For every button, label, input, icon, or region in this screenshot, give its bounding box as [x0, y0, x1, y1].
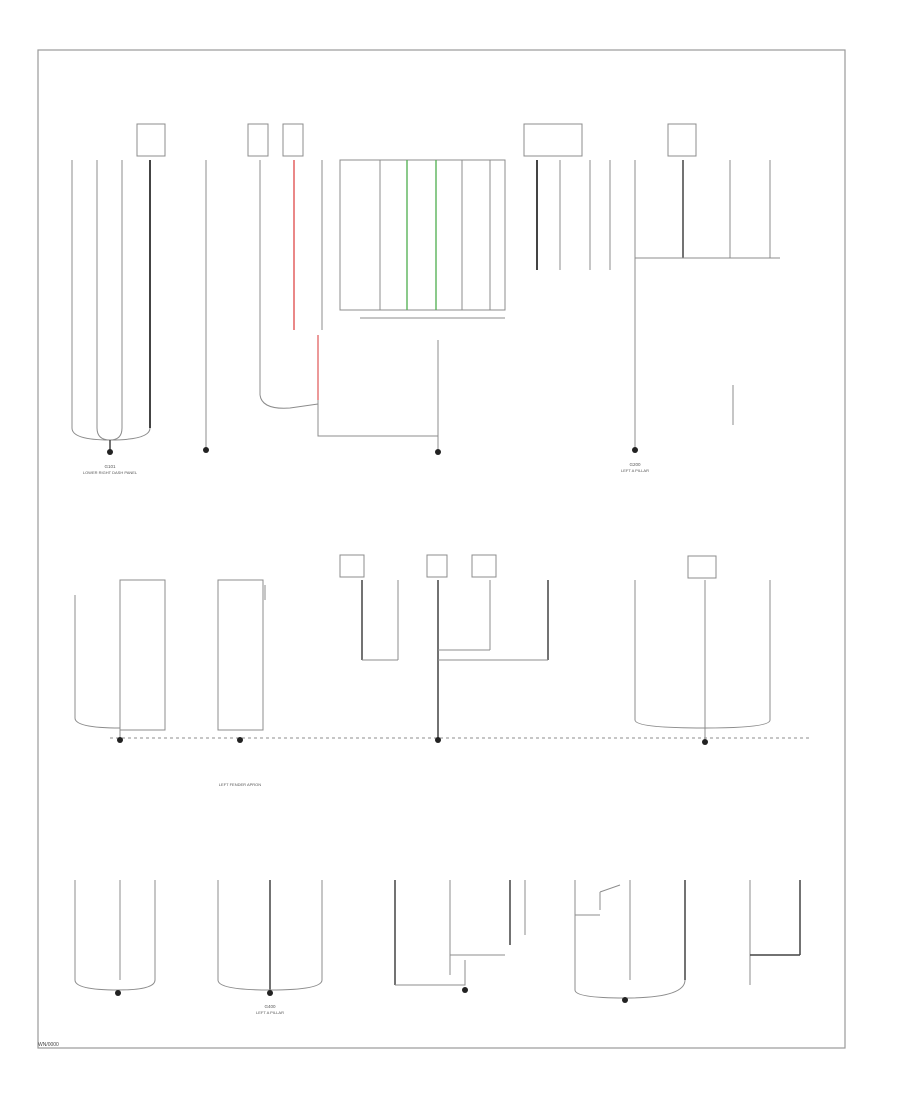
- connector-box: [523, 123, 583, 157]
- diagram-frame: [37, 49, 846, 1049]
- ground-symbols-bottom: [115, 987, 628, 1003]
- connector-box: [217, 579, 264, 731]
- ground-symbols-middle: [117, 737, 708, 745]
- g200-label: G200: [629, 462, 641, 467]
- connector-box: [426, 554, 448, 578]
- connector-box: [667, 123, 697, 157]
- g400-label: G400: [264, 1004, 276, 1009]
- connector-box: [339, 554, 365, 578]
- g200-location-label: LEFT A PILLAR: [621, 468, 649, 473]
- bottom-section: [74, 880, 801, 999]
- connector-box: [282, 123, 304, 157]
- connector-box: [471, 554, 497, 578]
- g101-location-label: LOWER RIGHT DASH PANEL: [83, 470, 138, 475]
- connector-box: [119, 579, 166, 731]
- connector-box: [339, 159, 506, 311]
- page-code: WN/0000: [38, 1042, 59, 1048]
- top-section: [71, 123, 780, 452]
- connector-box: [687, 555, 717, 579]
- g300-location-label: LEFT FENDER APRON: [219, 782, 261, 787]
- connector-box: [247, 123, 269, 157]
- g101-label: G101: [104, 464, 116, 469]
- connector-box: [136, 123, 166, 157]
- g400-location-label: LEFT A PILLAR: [256, 1010, 284, 1015]
- middle-section: [74, 554, 810, 740]
- ground-symbols-top: [107, 447, 638, 455]
